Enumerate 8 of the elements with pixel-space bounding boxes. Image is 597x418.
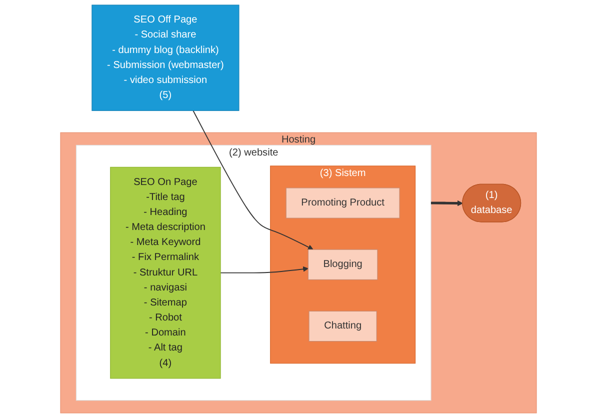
arrow	[220, 266, 308, 274]
node-box: SEO Off Page - Social share - dummy blog (backlink) - Submission (webmaster) - video submission (5)	[92, 4, 240, 111]
arrow	[430, 200, 463, 206]
node-box: Promoting Product	[286, 188, 400, 218]
arrow	[192, 110, 314, 250]
node-box: Blogging	[308, 249, 378, 280]
node-box: Chatting	[308, 310, 377, 342]
node-box: SEO On Page -Title tag - Heading - Meta description - Meta Keyword - Fix Permalink - Struktur URL - navigasi - Sitemap - Robot - Domain - Alt tag (4)	[110, 166, 221, 379]
